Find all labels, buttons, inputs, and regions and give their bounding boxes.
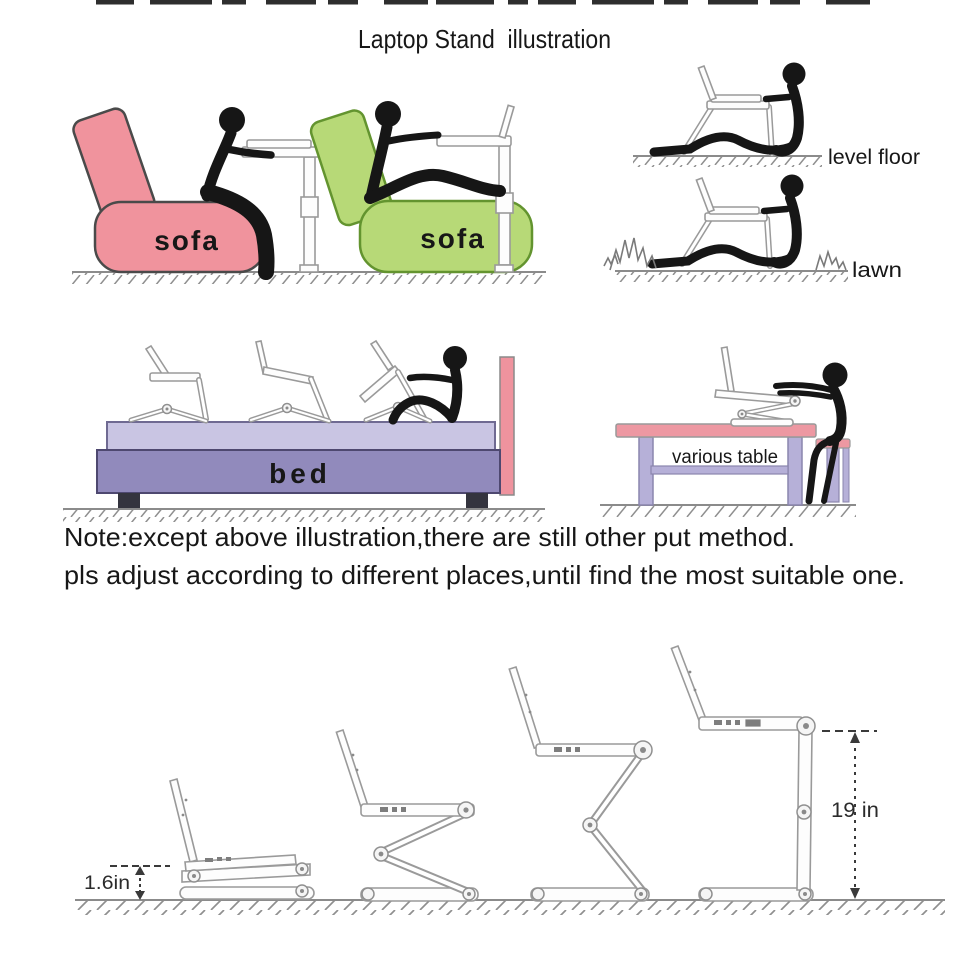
laptop-stand <box>241 139 321 273</box>
level-floor-label: level floor <box>828 146 920 169</box>
sofa-seat <box>358 199 534 274</box>
stick-figure <box>364 101 506 204</box>
bed-foot-right <box>466 493 488 508</box>
note-line-1: Note:except above illustration,there are… <box>64 522 795 552</box>
measurement-max-height <box>822 730 877 899</box>
page-title: Laptop Stand illustration <box>358 24 611 54</box>
table-leg-right <box>787 436 803 506</box>
laptop-stand-on-table <box>714 346 801 427</box>
bed-scene: bed <box>96 339 515 508</box>
bed-base <box>96 449 501 494</box>
table-crossbar <box>650 465 789 475</box>
lawn-label: lawn <box>852 259 902 282</box>
stick-figure <box>388 346 467 425</box>
table-scene: various table <box>615 346 851 506</box>
sofa-right-label: sofa <box>420 223 486 254</box>
table-label: various table <box>672 447 778 468</box>
stool-leg-2 <box>842 447 850 503</box>
height-stand-medium <box>508 665 653 902</box>
stick-figure <box>200 107 275 280</box>
height-stand-low <box>335 728 479 902</box>
bed-mattress <box>106 421 496 451</box>
bed-label: bed <box>269 458 331 489</box>
table-top <box>615 423 817 438</box>
note-line-2: pls adjust according to different places… <box>64 560 905 590</box>
bed-foot-left <box>118 493 140 508</box>
lawn-ground <box>615 270 848 282</box>
bed-ground <box>63 508 545 522</box>
folded-height-label: 1.6in <box>84 873 130 894</box>
sofa-left-label: sofa <box>154 225 220 256</box>
height-diagram-ground <box>75 899 945 915</box>
height-stand-tall <box>670 644 816 902</box>
lawn-unit <box>652 175 804 267</box>
sofa-scene-right: sofa <box>309 101 534 274</box>
height-stand-folded <box>169 778 315 900</box>
grass-tufts <box>603 237 847 271</box>
stick-figure <box>773 362 848 505</box>
measurement-folded-height <box>110 865 170 900</box>
level-floor-ground <box>633 155 822 167</box>
laptop-stand-on-bed-1 <box>128 344 209 424</box>
sofa-ground <box>72 271 546 284</box>
bed-headboard <box>499 356 515 496</box>
sofa-scene-left: sofa <box>72 107 321 280</box>
level-floor-unit <box>654 63 806 155</box>
max-height-label: 19 in <box>831 799 879 822</box>
laptop-stand-on-bed-2 <box>248 340 332 424</box>
table-ground <box>600 504 856 517</box>
